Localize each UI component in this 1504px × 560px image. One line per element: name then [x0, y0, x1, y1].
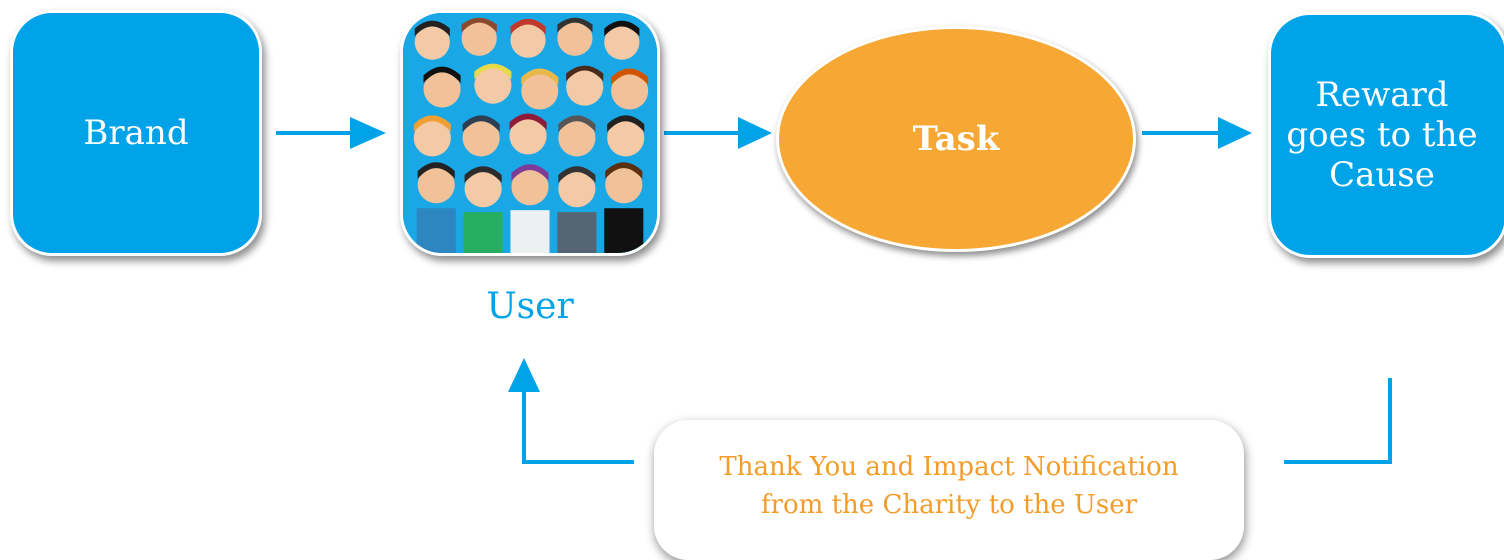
- crowd-faces: [413, 17, 649, 253]
- brand-label: Brand: [83, 113, 189, 153]
- notification-node: Thank You and Impact Notification from t…: [654, 420, 1244, 560]
- arrow-reward-to-notification: [1284, 378, 1392, 464]
- arrow-user-to-task: [664, 117, 772, 149]
- reward-label: Reward goes to the Cause: [1286, 75, 1477, 195]
- notification-line-1: Thank You and Impact Notification: [719, 452, 1179, 482]
- arrow-notification-to-user: [508, 358, 634, 464]
- reward-line-2: goes to the: [1286, 115, 1478, 155]
- arrow-task-to-reward: [1142, 117, 1252, 149]
- user-crowd-image: [400, 10, 660, 256]
- reward-node: Reward goes to the Cause: [1268, 12, 1504, 258]
- task-node: Task: [776, 26, 1136, 252]
- cartoon-crowd-illustration: [403, 13, 657, 253]
- user-label: User: [486, 286, 574, 327]
- reward-line-1: Reward: [1315, 75, 1449, 115]
- reward-line-3: Cause: [1329, 155, 1435, 195]
- task-label: Task: [912, 119, 1000, 159]
- brand-node: Brand: [10, 10, 262, 256]
- notification-line-2: from the Charity to the User: [760, 490, 1138, 520]
- arrow-brand-to-user: [276, 117, 386, 149]
